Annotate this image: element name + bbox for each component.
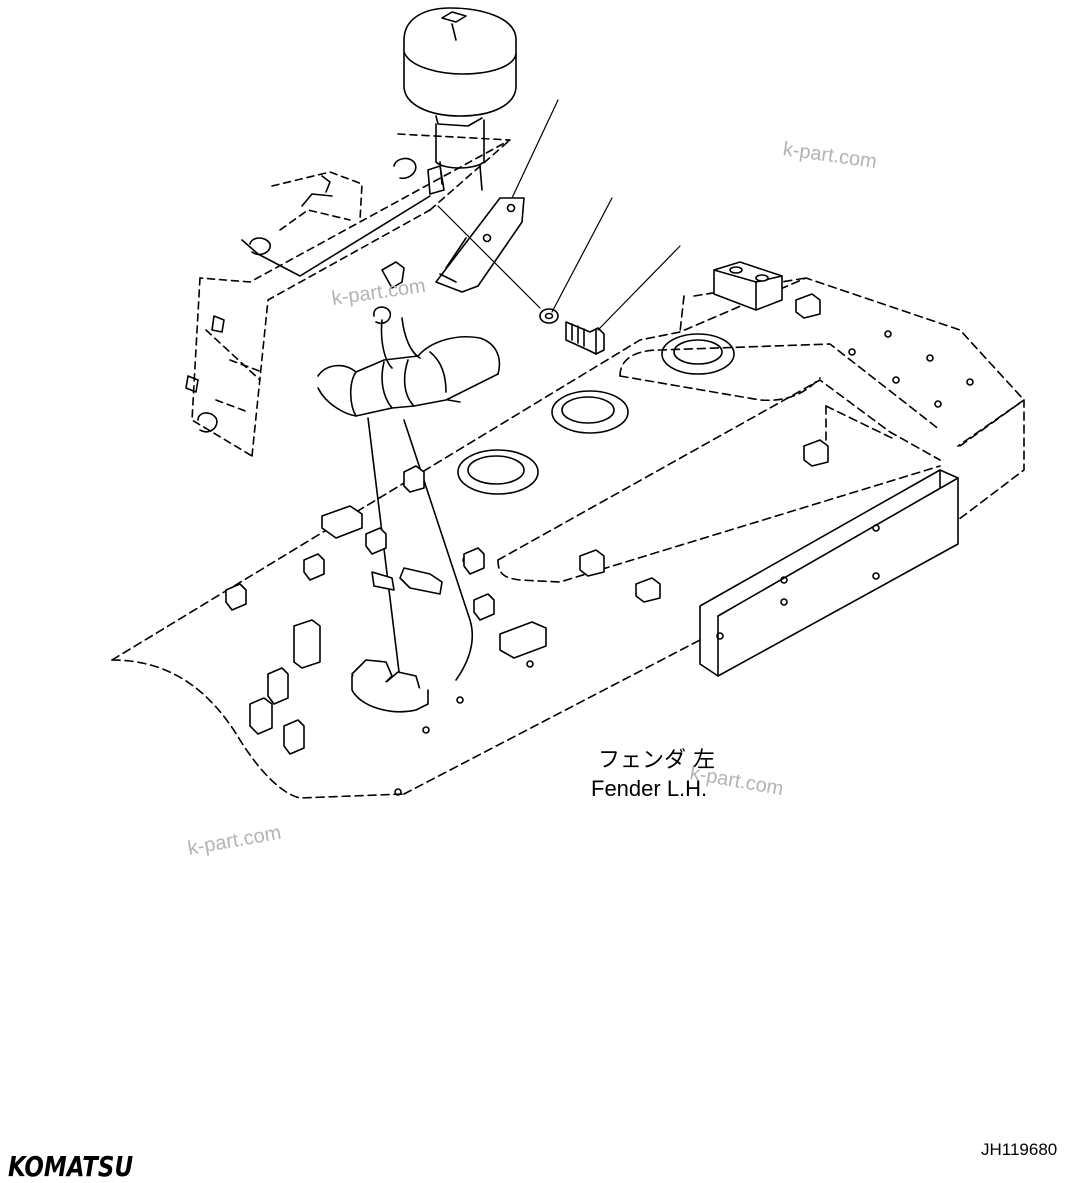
fender-plate-outline [111,277,1025,799]
brand-logo: KOMATSU [8,1150,134,1183]
part-label-english: Fender L.H. [591,776,708,801]
bracket-solid [185,157,445,433]
intake-pipe [435,119,485,191]
leader-lines [437,99,681,331]
bottom-bolts [351,659,429,713]
side-beam [699,469,959,677]
bracket-assembly [191,133,511,457]
nut-blocks [225,261,829,755]
part-label-japanese: フェンダ 左 [598,748,715,773]
pre-cleaner-cap [403,7,517,127]
elbow-hose [317,336,501,417]
bolt [565,321,605,355]
stay-plate [435,197,525,293]
round-holes [457,333,735,495]
drawing-code: JH119680 [981,1140,1058,1159]
washer [539,308,559,324]
